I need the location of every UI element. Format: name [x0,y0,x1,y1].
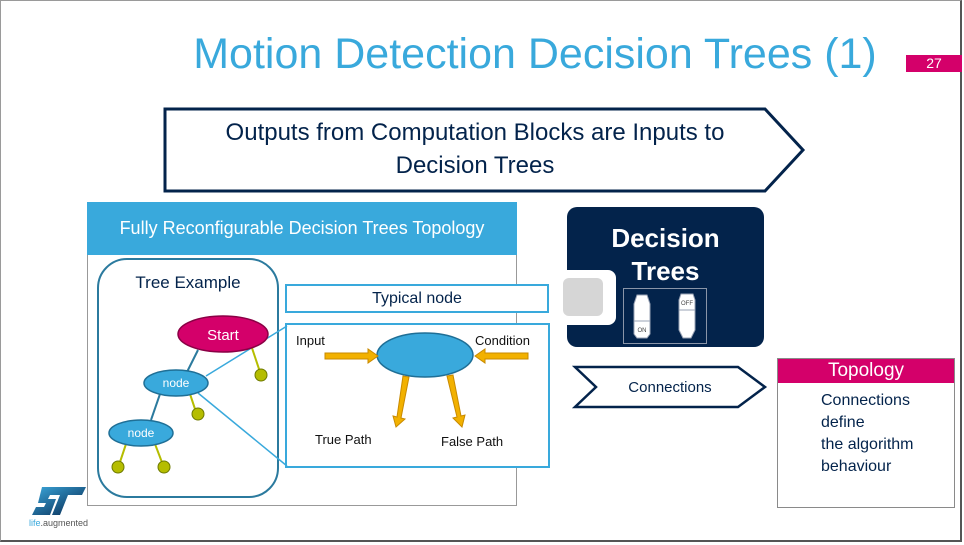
callout-line-bottom [197,392,288,467]
leaf-node [111,460,125,474]
topology-line: Connections [821,392,910,409]
page-number-badge: 27 [906,55,962,72]
switch-on-icon: ON [633,294,651,339]
topology-panel-header: Fully Reconfigurable Decision Trees Topo… [87,202,517,255]
tree-example-label: Tree Example [135,273,241,292]
false-path-arrow [446,374,466,428]
edge-node1-node2 [150,393,161,421]
edge-start-node1 [186,349,199,373]
switch-panel [623,288,707,344]
connections-label: Connections [628,379,712,396]
tagline-augmented: .augmented [40,518,89,528]
leaf-node [191,407,205,421]
slide-title: Motion Detection Decision Trees (1) [193,30,877,78]
topology-line: the algorithm [821,436,914,453]
switch-off-icon: OFF [678,293,696,339]
input-arrow [324,348,379,364]
leaf-node [254,368,268,382]
edge-start-leaf [251,347,261,373]
true-path-label: True Path [315,432,372,447]
tagline-life: life [29,518,41,528]
switch-on-label: ON [638,328,647,334]
tree-node-2 [108,419,174,447]
tree-node-1 [143,369,209,397]
switch-icons: ON OFF [633,293,696,339]
start-node [177,315,269,353]
condition-arrow [474,348,529,364]
decision-trees-title-line2: Trees [631,256,700,286]
leaf-node [157,460,171,474]
condition-label: Condition [475,333,530,348]
flow-arrows [324,348,529,428]
tree-node-2-label: node [128,426,155,440]
callout-line-top [205,325,288,377]
topology-line: behaviour [821,458,892,475]
logo-tagline: life.augmented [29,518,88,528]
banner-text: Outputs from Computation Blocks are Inpu… [165,116,785,182]
true-path-arrow [392,375,410,428]
block-connector-slot [563,278,603,316]
switch-off-label: OFF [681,301,693,307]
banner-line-1: Outputs from Computation Blocks are Inpu… [225,119,725,146]
input-label: Input [296,333,325,348]
topology-line: define [821,414,865,431]
typical-node-box [285,323,550,468]
decision-trees-title-line1: Decision [611,223,720,253]
start-node-label: Start [207,327,240,344]
st-logo-icon [32,487,86,515]
topology-box-header: Topology [778,359,954,383]
typical-node-ellipse [376,332,474,378]
tree-node-1-label: node [163,376,190,390]
false-path-label: False Path [441,434,504,449]
topology-box [777,358,955,508]
decision-trees-title: Decision Trees [567,222,764,288]
banner-line-2: Decision Trees [395,152,555,179]
connections-arrow-shape [571,365,768,409]
typical-node-label: Typical node [285,284,549,313]
topology-box-body: Connections define the algorithm behavio… [821,390,914,478]
